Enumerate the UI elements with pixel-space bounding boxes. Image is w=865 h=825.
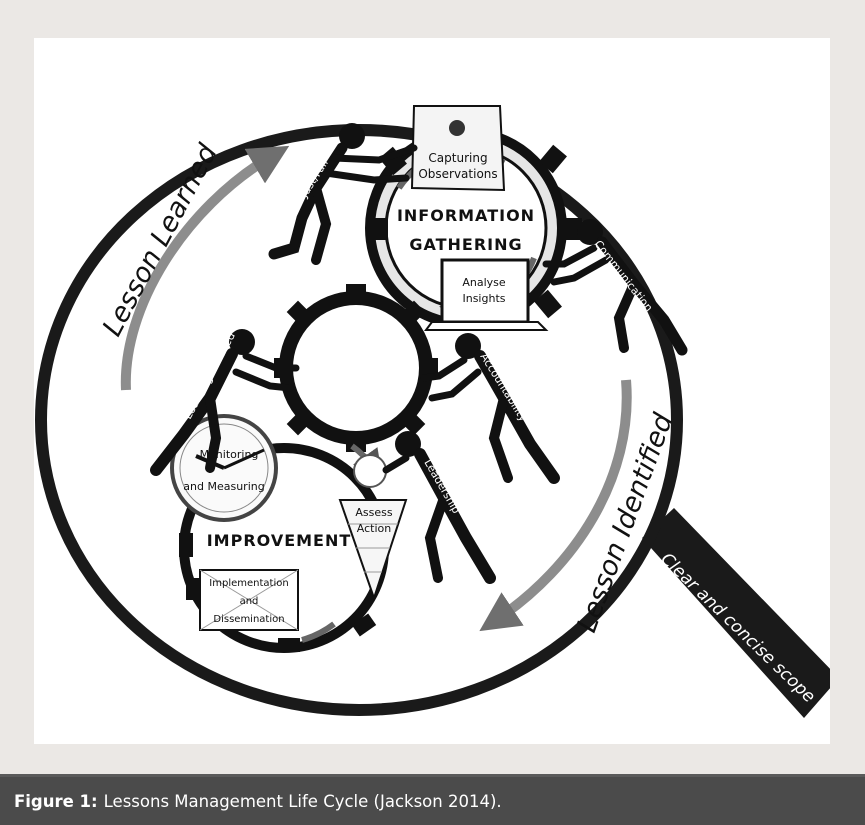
information-label: INFORMATION xyxy=(397,206,535,225)
figure-caption: Figure 1: Lessons Management Life Cycle … xyxy=(0,774,865,825)
caption-text: Lessons Management Life Cycle (Jackson 2… xyxy=(103,791,502,811)
figure-panel: Clear and concise scope Lesson Learned L… xyxy=(34,38,830,744)
handle-label: Clear and concise scope xyxy=(657,549,819,707)
and-label: and xyxy=(240,596,259,607)
figure-accountability: Accountability xyxy=(420,333,560,484)
gathering-label: GATHERING xyxy=(409,235,522,254)
implementation-label: Implementation xyxy=(209,578,288,589)
assess-label: Assess xyxy=(355,506,392,519)
insights-label: Insights xyxy=(462,292,505,305)
lesson-learned-arrow xyxy=(120,145,290,391)
action-label: Action xyxy=(357,522,391,535)
caption-label: Figure 1: xyxy=(14,791,98,811)
lesson-identified-arrow xyxy=(479,379,632,632)
capturing-label: Capturing xyxy=(428,151,487,165)
assess-action-marker: Assess Action xyxy=(338,454,408,602)
dissemination-label: Dissemination xyxy=(213,614,284,625)
observations-label: Observations xyxy=(418,167,497,181)
analyse-insights-laptop: Analyse Insights xyxy=(424,258,549,331)
improvement-label: IMPROVEMENT xyxy=(207,531,352,550)
capturing-observations-note: Capturing Observations xyxy=(410,105,506,192)
analyse-label: Analyse xyxy=(462,276,506,289)
lifecycle-diagram: Clear and concise scope Lesson Learned L… xyxy=(35,105,830,718)
measuring-label: and Measuring xyxy=(183,480,264,493)
implementation-envelope: Implementation and Dissemination xyxy=(199,569,299,631)
magnifier-handle: Clear and concise scope xyxy=(642,508,830,718)
